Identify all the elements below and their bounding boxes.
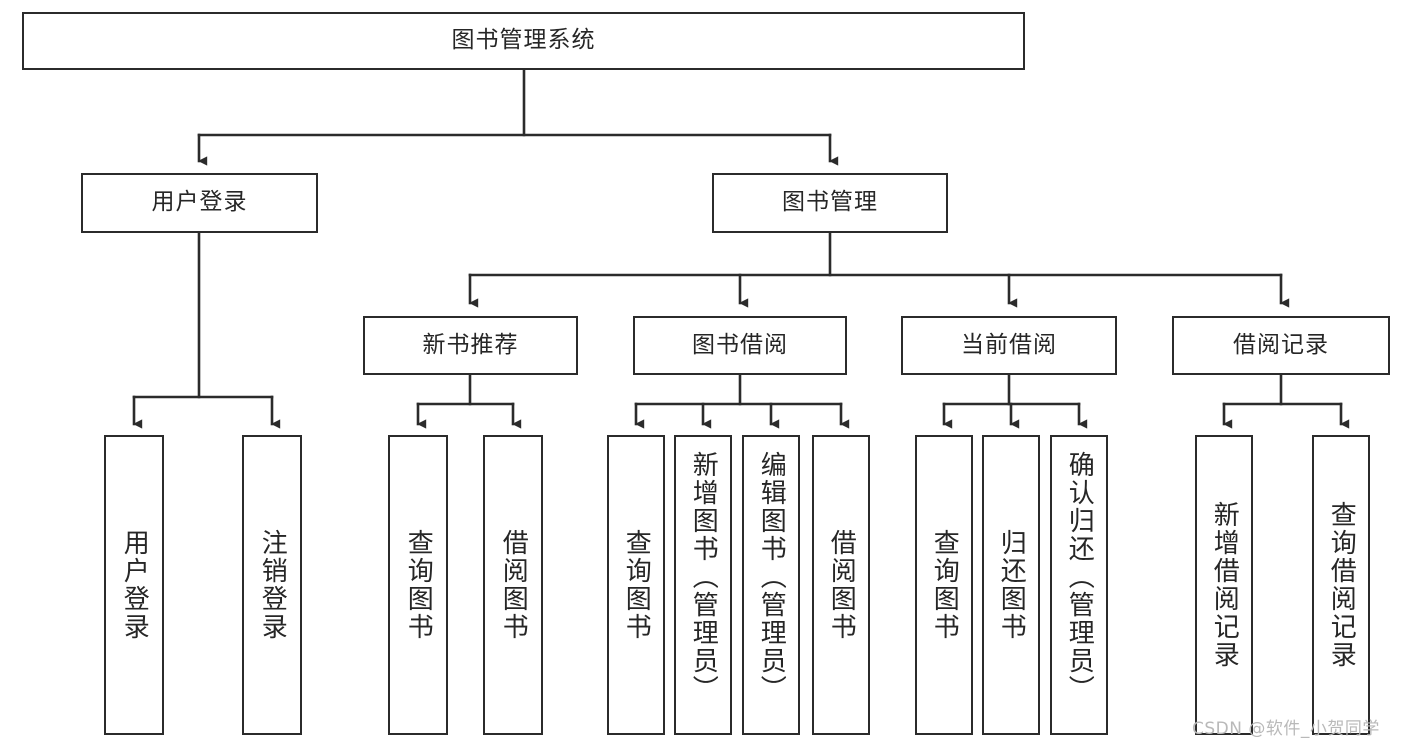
node-root-book-management-system[interactable]: 图书管理系统: [22, 12, 1025, 70]
node-new-book-recommend[interactable]: 新书推荐: [363, 316, 578, 375]
node-borrow-record[interactable]: 借阅记录: [1172, 316, 1390, 375]
leaf-borrow-book-2[interactable]: 借阅图书: [812, 435, 870, 735]
node-book-borrow[interactable]: 图书借阅: [633, 316, 847, 375]
node-label: 新增借阅记录: [1209, 501, 1240, 669]
leaf-add-borrow-record[interactable]: 新增借阅记录: [1195, 435, 1253, 735]
node-label: 新增图书（管理员）: [688, 451, 719, 703]
node-current-borrow[interactable]: 当前借阅: [901, 316, 1117, 375]
node-label: 查询图书: [621, 529, 652, 641]
leaf-add-book-admin[interactable]: 新增图书（管理员）: [674, 435, 732, 735]
node-label: 借阅图书: [498, 529, 529, 641]
node-label: 当前借阅: [961, 331, 1057, 358]
node-label: 借阅图书: [826, 529, 857, 641]
node-label: 查询图书: [403, 529, 434, 641]
node-label: 注销登录: [257, 529, 288, 641]
node-label: 用户登录: [119, 529, 150, 641]
node-label: 用户登录: [151, 189, 248, 216]
leaf-logout-login[interactable]: 注销登录: [242, 435, 302, 735]
leaf-query-book-1[interactable]: 查询图书: [388, 435, 448, 735]
node-user-login[interactable]: 用户登录: [81, 173, 318, 233]
node-label: 新书推荐: [422, 331, 519, 358]
leaf-user-login[interactable]: 用户登录: [104, 435, 164, 735]
leaf-query-borrow-record[interactable]: 查询借阅记录: [1312, 435, 1370, 735]
node-label: 图书管理: [782, 189, 878, 216]
leaf-query-book-3[interactable]: 查询图书: [915, 435, 973, 735]
leaf-query-book-2[interactable]: 查询图书: [607, 435, 665, 735]
node-label: 图书借阅: [692, 331, 788, 358]
node-label: 归还图书: [996, 529, 1027, 641]
node-label: 借阅记录: [1233, 331, 1329, 358]
node-label: 查询借阅记录: [1326, 501, 1357, 669]
node-label: 图书管理系统: [451, 27, 596, 54]
node-label: 查询图书: [929, 529, 960, 641]
node-book-manage[interactable]: 图书管理: [712, 173, 948, 233]
leaf-borrow-book-1[interactable]: 借阅图书: [483, 435, 543, 735]
leaf-edit-book-admin[interactable]: 编辑图书（管理员）: [742, 435, 800, 735]
leaf-confirm-return-admin[interactable]: 确认归还（管理员）: [1050, 435, 1108, 735]
leaf-return-book[interactable]: 归还图书: [982, 435, 1040, 735]
node-label: 确认归还（管理员）: [1064, 451, 1095, 703]
node-label: 编辑图书（管理员）: [756, 451, 787, 703]
